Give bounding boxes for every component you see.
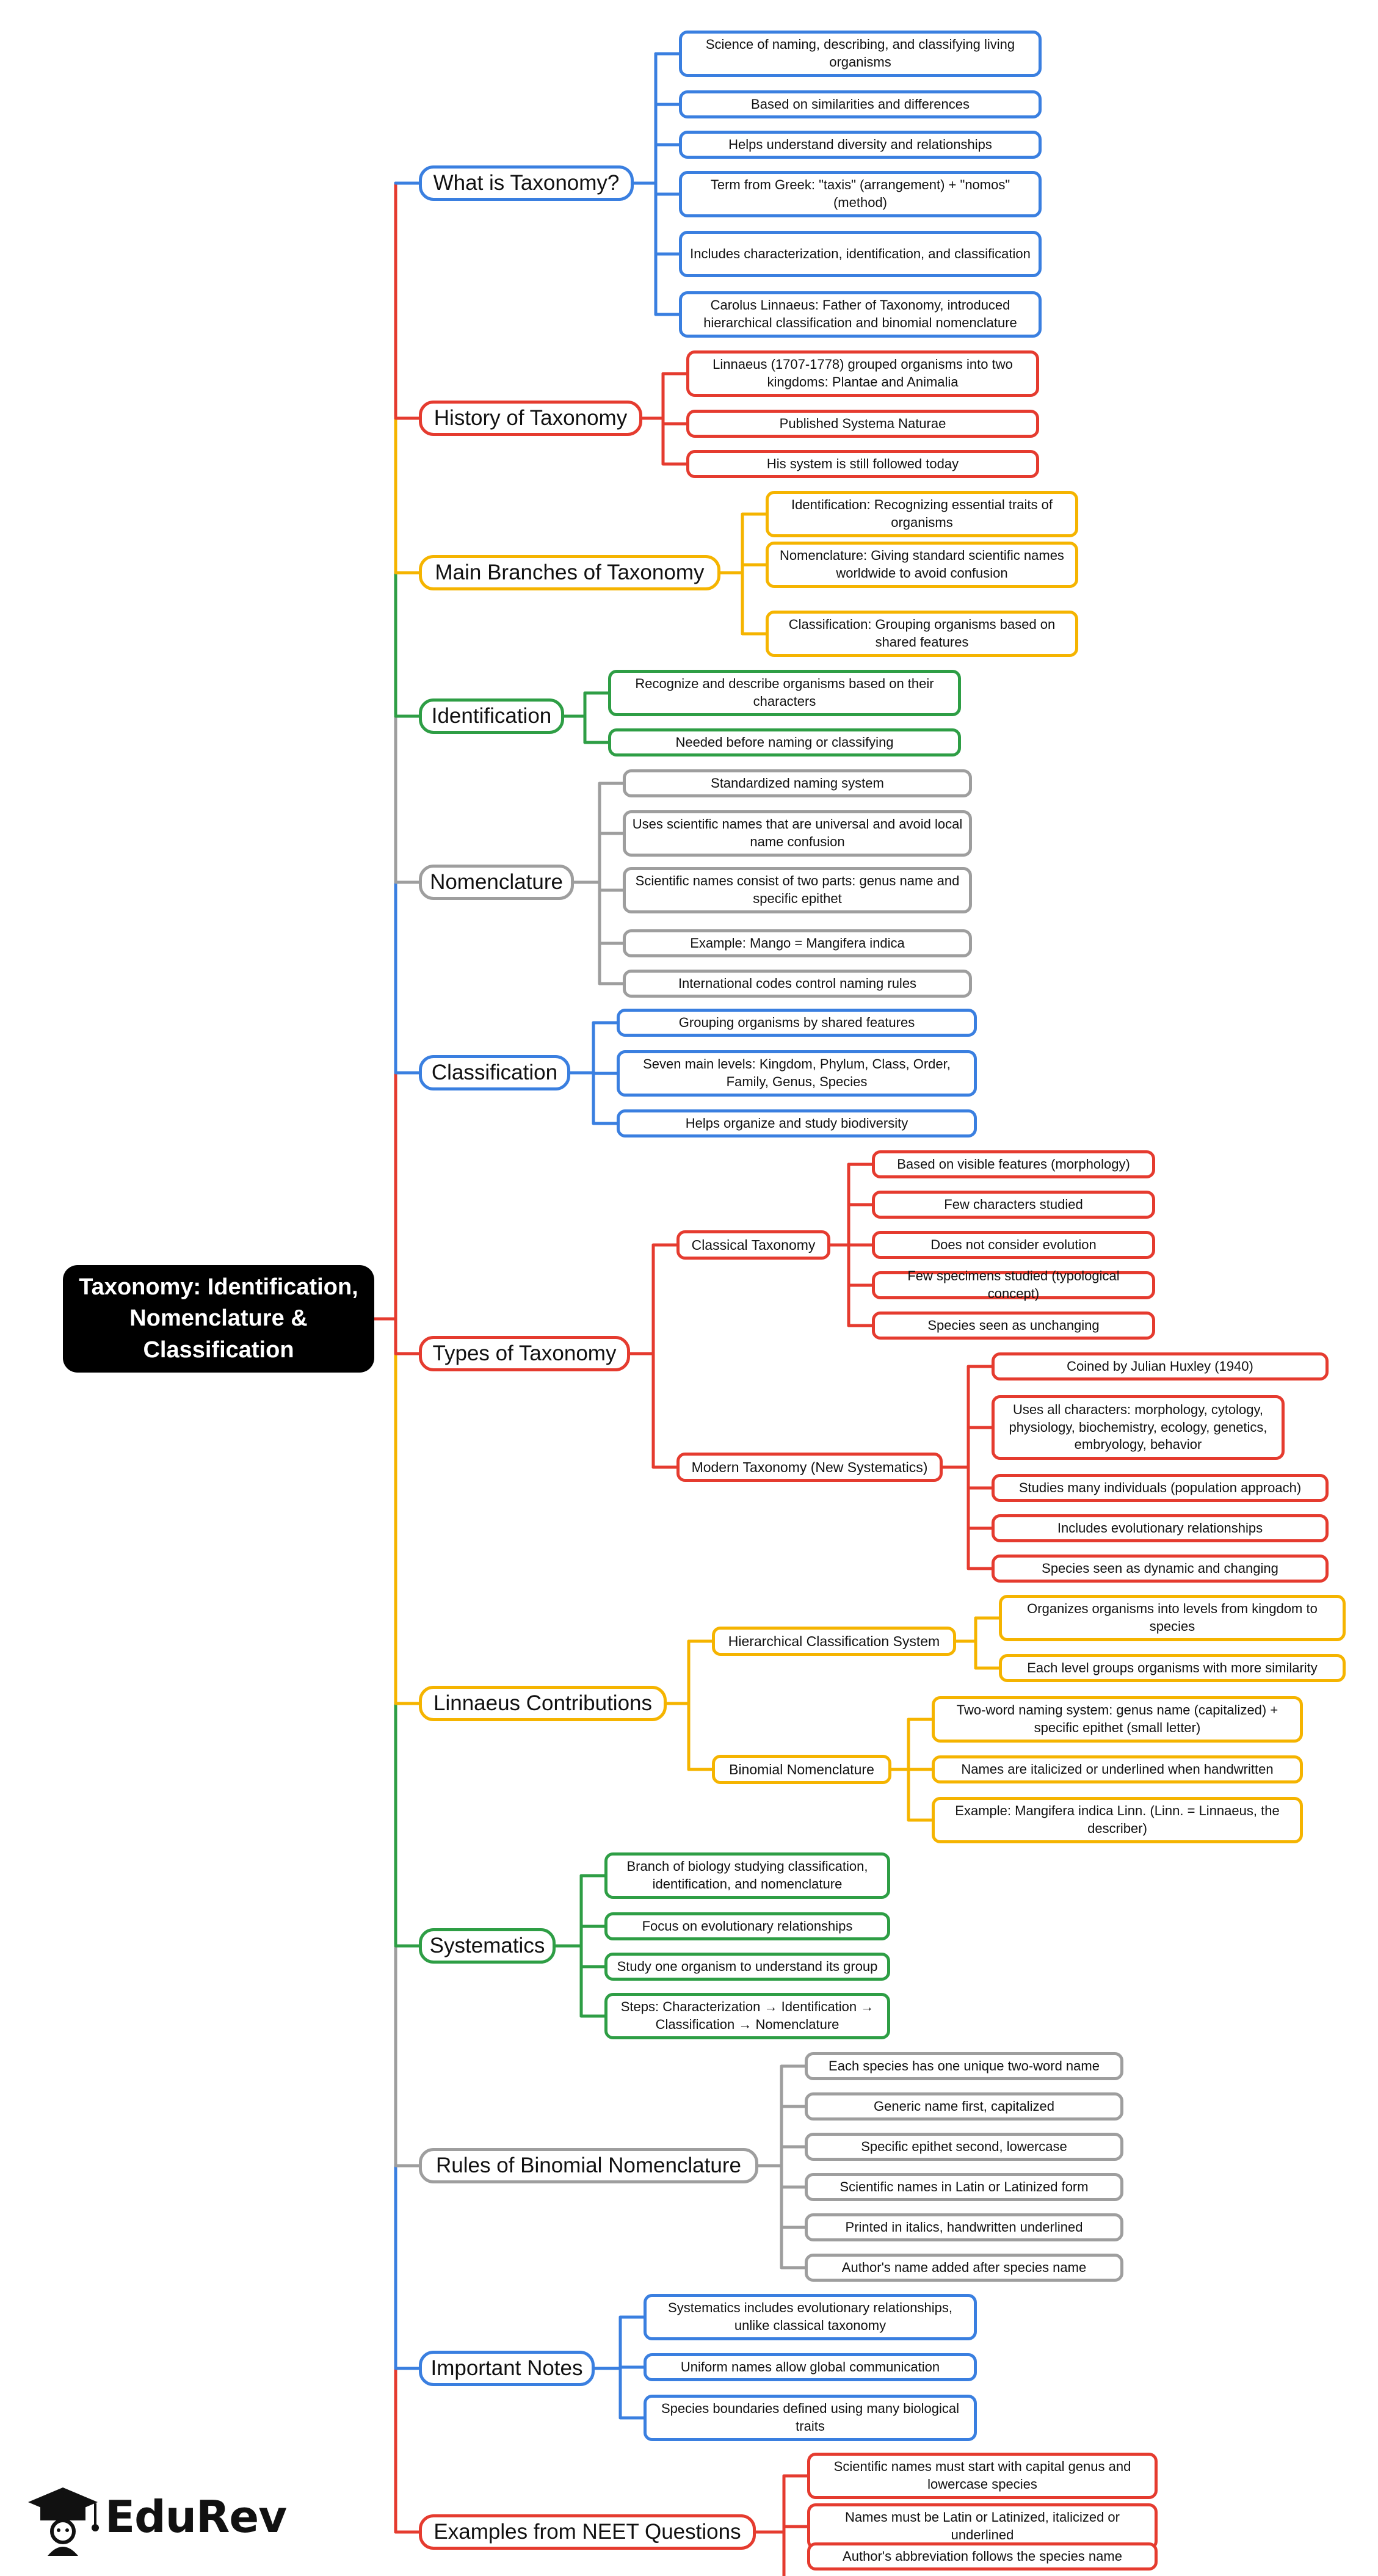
leaf-node: Includes characterization, identificatio… — [679, 231, 1042, 277]
leaf-node: Science of naming, describing, and class… — [679, 31, 1042, 77]
leaf-node: Uniform names allow global communication — [644, 2353, 977, 2381]
sub-binomial-nomenclature: Binomial Nomenclature — [712, 1755, 891, 1784]
leaf-node: Does not consider evolution — [872, 1231, 1155, 1259]
branch-systematics: Systematics — [419, 1928, 556, 1964]
root-title: Taxonomy: Identification, Nomenclature &… — [63, 1265, 374, 1373]
leaf-node: Organizes organisms into levels from kin… — [999, 1595, 1346, 1641]
leaf-node: Author's name added after species name — [805, 2254, 1123, 2282]
branch-main-branches-of-taxonomy: Main Branches of Taxonomy — [419, 555, 720, 590]
leaf-node: Standardized naming system — [623, 769, 972, 797]
leaf-node: Focus on evolutionary relationships — [604, 1912, 890, 1940]
leaf-node: Few characters studied — [872, 1191, 1155, 1219]
branch-nomenclature: Nomenclature — [419, 865, 574, 900]
leaf-node: Seven main levels: Kingdom, Phylum, Clas… — [617, 1050, 977, 1097]
branch-rules-of-binomial-nomenclature: Rules of Binomial Nomenclature — [419, 2148, 758, 2183]
leaf-node: Branch of biology studying classificatio… — [604, 1852, 890, 1899]
leaf-node: Linnaeus (1707-1778) grouped organisms i… — [686, 350, 1039, 397]
leaf-node: Scientific names consist of two parts: g… — [623, 867, 972, 913]
leaf-node: Species boundaries defined using many bi… — [644, 2395, 977, 2441]
leaf-node: Two-word naming system: genus name (capi… — [932, 1696, 1303, 1743]
leaf-node: Classification: Grouping organisms based… — [766, 611, 1078, 657]
leaf-node: Species seen as dynamic and changing — [992, 1555, 1329, 1583]
leaf-node: Grouping organisms by shared features — [617, 1009, 977, 1037]
leaf-node: Each species has one unique two-word nam… — [805, 2052, 1123, 2080]
branch-classification: Classification — [419, 1055, 570, 1090]
logo-text: EduRev — [105, 2491, 287, 2542]
branch-identification: Identification — [419, 698, 564, 734]
leaf-node: Uses all characters: morphology, cytolog… — [992, 1395, 1285, 1460]
leaf-node: Example: Mango = Mangifera indica — [623, 929, 972, 957]
leaf-node: Coined by Julian Huxley (1940) — [992, 1352, 1329, 1381]
leaf-node: Systematics includes evolutionary relati… — [644, 2294, 977, 2340]
branch-linnaeus-contributions: Linnaeus Contributions — [419, 1686, 667, 1721]
leaf-node: His system is still followed today — [686, 450, 1039, 478]
graduation-cap-icon — [28, 2487, 99, 2556]
leaf-node: Studies many individuals (population app… — [992, 1474, 1329, 1502]
edurev-logo — [23, 2479, 280, 2561]
leaf-node: International codes control naming rules — [623, 970, 972, 998]
leaf-node: Scientific names must start with capital… — [807, 2453, 1158, 2499]
sub-modern-taxonomy-new-systematics: Modern Taxonomy (New Systematics) — [676, 1453, 943, 1482]
leaf-node: Each level groups organisms with more si… — [999, 1654, 1346, 1682]
leaf-node: Scientific names in Latin or Latinized f… — [805, 2173, 1123, 2201]
leaf-node: Printed in italics, handwritten underlin… — [805, 2213, 1123, 2241]
leaf-node: Helps organize and study biodiversity — [617, 1109, 977, 1137]
leaf-node: Uses scientific names that are universal… — [623, 810, 972, 857]
leaf-node: Example: Mangifera indica Linn. (Linn. =… — [932, 1797, 1303, 1843]
branch-history-of-taxonomy: History of Taxonomy — [419, 401, 642, 436]
leaf-node: Based on similarities and differences — [679, 90, 1042, 118]
branch-important-notes: Important Notes — [419, 2351, 595, 2386]
leaf-node: Nomenclature: Giving standard scientific… — [766, 542, 1078, 588]
branch-types-of-taxonomy: Types of Taxonomy — [419, 1336, 630, 1371]
leaf-node: Published Systema Naturae — [686, 410, 1039, 438]
leaf-node: Names are italicized or underlined when … — [932, 1755, 1303, 1783]
sub-hierarchical-classification-system: Hierarchical Classification System — [712, 1627, 956, 1656]
leaf-node: Study one organism to understand its gro… — [604, 1953, 890, 1981]
leaf-node: Based on visible features (morphology) — [872, 1150, 1155, 1178]
branch-what-is-taxonomy: What is Taxonomy? — [419, 165, 634, 201]
leaf-node: Species seen as unchanging — [872, 1312, 1155, 1340]
leaf-node: Needed before naming or classifying — [608, 728, 961, 756]
leaf-node: Term from Greek: "taxis" (arrangement) +… — [679, 171, 1042, 217]
leaf-node: Author's abbreviation follows the specie… — [807, 2542, 1158, 2571]
leaf-node: Few specimens studied (typological conce… — [872, 1268, 1155, 1301]
leaf-node: Generic name first, capitalized — [805, 2092, 1123, 2121]
branch-examples-from-neet-questions: Examples from NEET Questions — [419, 2514, 756, 2550]
leaf-node: Recognize and describe organisms based o… — [608, 670, 961, 716]
leaf-node: Names must be Latin or Latinized, italic… — [807, 2503, 1158, 2550]
leaf-node: Carolus Linnaeus: Father of Taxonomy, in… — [679, 291, 1042, 338]
leaf-node: Specific epithet second, lowercase — [805, 2133, 1123, 2161]
leaf-node: Helps understand diversity and relations… — [679, 131, 1042, 159]
sub-classical-taxonomy: Classical Taxonomy — [676, 1230, 830, 1260]
leaf-node: Steps: Characterization → Identification… — [604, 1993, 890, 2039]
leaf-node: Includes evolutionary relationships — [992, 1514, 1329, 1542]
leaf-node: Identification: Recognizing essential tr… — [766, 491, 1078, 537]
